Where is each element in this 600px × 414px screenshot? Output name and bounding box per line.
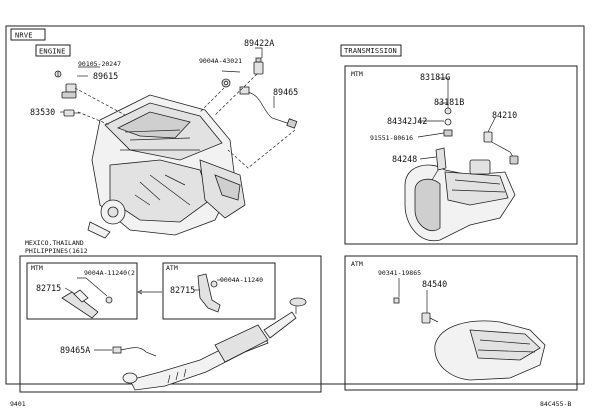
label-84540: 84540 bbox=[422, 279, 447, 289]
label-90105-20247: 90105-20247 bbox=[78, 60, 121, 68]
leader-84248 bbox=[419, 156, 437, 160]
label-84342J42: 84342J42 bbox=[387, 116, 427, 126]
header-tag: NRVE bbox=[15, 32, 33, 40]
label-90341-19865: 90341-19865 bbox=[378, 269, 421, 277]
mtm-tag: MTM bbox=[351, 70, 363, 78]
sensor-89422A bbox=[253, 57, 264, 75]
leader-83181G bbox=[438, 77, 449, 108]
label-region-atm-82715: 82715 bbox=[170, 285, 195, 295]
leader-89615-dash bbox=[74, 87, 126, 116]
label-region-mtm-82715: 82715 bbox=[36, 283, 61, 293]
parts-83181-stack bbox=[443, 107, 453, 137]
leader-89422A-dash bbox=[214, 73, 258, 116]
label-84210: 84210 bbox=[492, 110, 517, 120]
leader-89465-dash bbox=[227, 129, 296, 169]
sensor-9004A43021 bbox=[221, 78, 231, 88]
region-box bbox=[19, 255, 322, 393]
engine-tag-box bbox=[35, 44, 71, 57]
o2-sensor-89465 bbox=[239, 86, 298, 129]
outer-frame bbox=[5, 25, 585, 385]
leader-region-mtm-bolt bbox=[77, 277, 108, 297]
leader-91551 bbox=[417, 132, 445, 138]
region-mtm-tag: MTM bbox=[31, 264, 43, 272]
manual-transmission bbox=[404, 131, 519, 242]
leader-region-mtm-82715 bbox=[64, 287, 73, 293]
exhaust-assembly bbox=[122, 297, 307, 391]
label-9004A-43021: 9004A-43021 bbox=[199, 57, 242, 65]
label-region-atm-9004A: 9004A-11240 bbox=[220, 276, 263, 284]
bolt-90341 bbox=[393, 297, 400, 304]
atm-box bbox=[344, 255, 578, 391]
bolt-90105 bbox=[54, 70, 62, 78]
region-line2: PHILIPPINES(1612 bbox=[25, 247, 88, 255]
region-mtm-box bbox=[26, 262, 138, 320]
leader-89422A bbox=[255, 47, 263, 58]
label-89465: 89465 bbox=[273, 87, 298, 97]
engine-assembly bbox=[87, 94, 246, 239]
automatic-transmission bbox=[434, 320, 546, 381]
transmission-tag: TRANSMISSION bbox=[344, 47, 397, 55]
bracket-82715-atm bbox=[197, 273, 221, 313]
region-atm-tag: ATM bbox=[166, 264, 178, 272]
region-line1: MEXICO.THAILAND bbox=[25, 239, 84, 247]
label-89465A: 89465A bbox=[60, 345, 90, 355]
sensor-84540 bbox=[421, 312, 439, 324]
label-84248: 84248 bbox=[392, 154, 417, 164]
label-83181G: 83181G bbox=[420, 72, 450, 82]
label-region-mtm-9004A: 9004A-11240(2 bbox=[84, 269, 135, 277]
o2-sensor-89465A bbox=[112, 346, 157, 357]
leader-9004A-dash bbox=[199, 87, 225, 113]
leader-83530-dash bbox=[77, 111, 111, 126]
footer-right: 84C455-B bbox=[540, 400, 571, 408]
atm-tag: ATM bbox=[351, 260, 363, 268]
bracket-82715-mtm bbox=[61, 289, 113, 319]
label-91551-80616: 91551-80616 bbox=[370, 134, 413, 142]
region-atm-box bbox=[162, 262, 276, 320]
engine-tag: ENGINE bbox=[39, 48, 66, 56]
label-83181B: 83181B bbox=[434, 97, 464, 107]
label-89422A: 89422A bbox=[244, 38, 274, 48]
footer-left: 9401 bbox=[10, 400, 26, 408]
label-83530: 83530 bbox=[30, 107, 55, 117]
sensor-89615 bbox=[61, 83, 77, 99]
leader-84210 bbox=[487, 117, 496, 133]
leader-9004A43021 bbox=[221, 70, 241, 73]
switch-84248 bbox=[431, 147, 447, 181]
sensor-83530 bbox=[63, 109, 80, 117]
transmission-tag-box bbox=[340, 44, 402, 57]
arrow-mtm-atm bbox=[137, 289, 162, 295]
mtm-box bbox=[344, 65, 578, 245]
header-tag-box bbox=[10, 28, 46, 41]
label-89615: 89615 bbox=[93, 71, 118, 81]
